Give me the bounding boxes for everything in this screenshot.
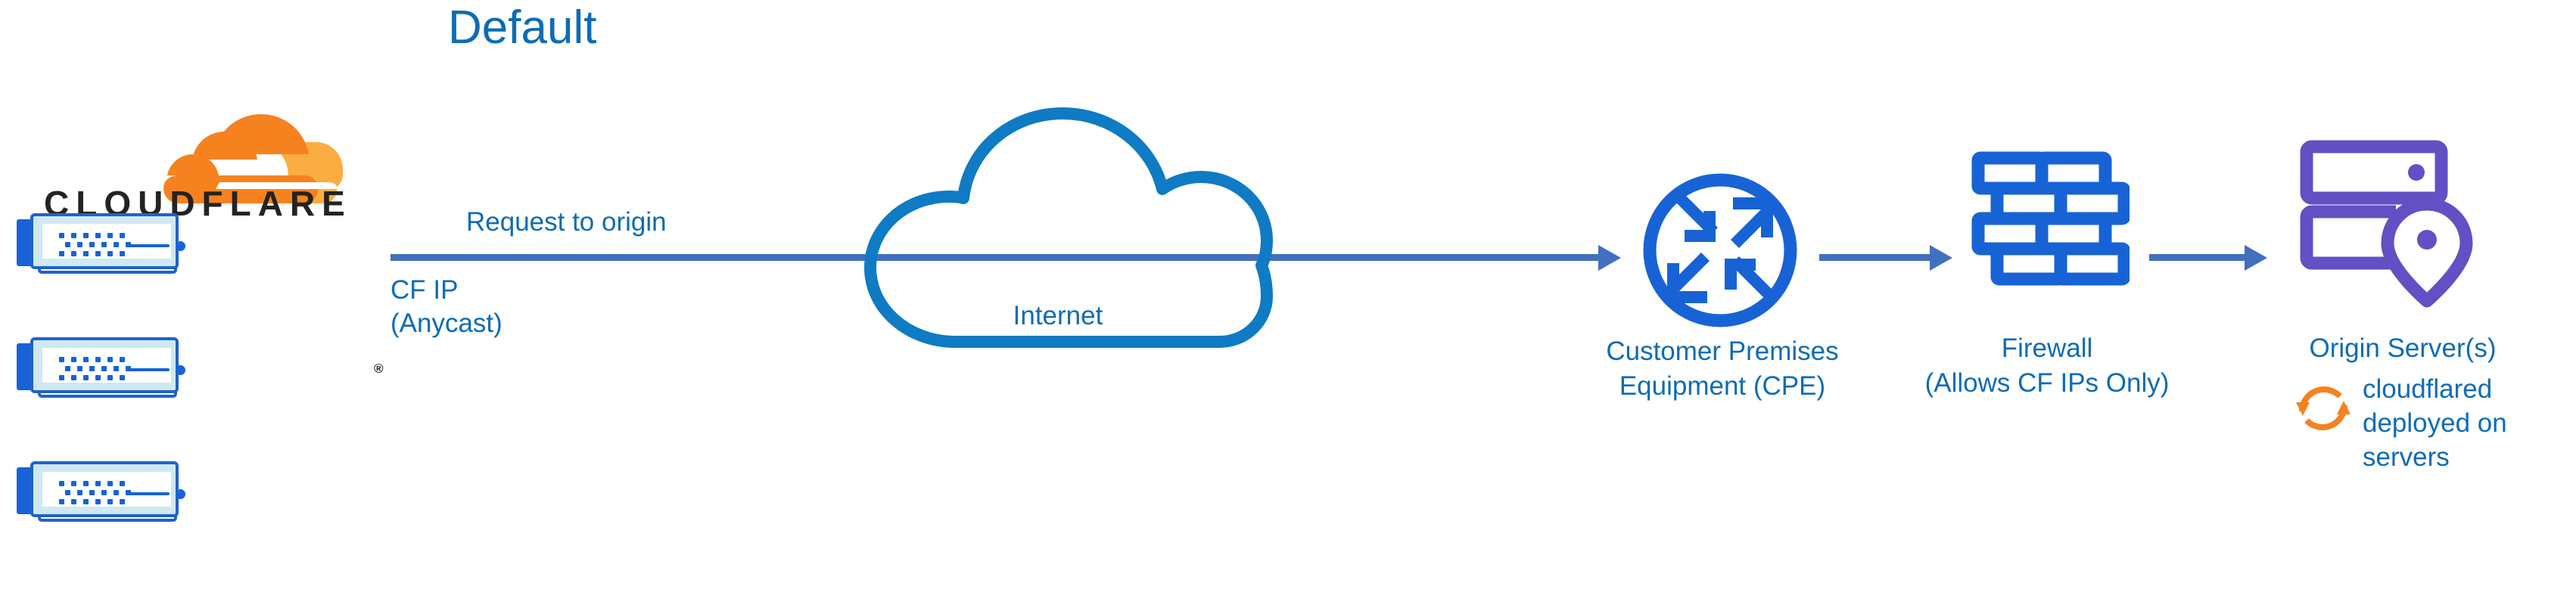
cloudflare-logo — [44, 106, 354, 218]
page-title: Default — [448, 2, 597, 54]
cpe-to-firewall-arrow-line — [1819, 254, 1933, 261]
server-chassis — [30, 461, 185, 517]
edge-server-unit — [17, 461, 185, 523]
internet-label: Internet — [1013, 301, 1103, 330]
server-led-icon — [176, 241, 185, 251]
server-status-line — [127, 244, 170, 247]
cf-ip-label-line2: (Anycast) — [390, 309, 502, 338]
request-flow-arrow-line — [390, 254, 1604, 261]
server-chassis — [30, 213, 185, 269]
sync-circle-arrows-icon — [2293, 378, 2354, 439]
server-panel — [42, 472, 185, 507]
cf-ip-label: CF IP (Anycast) — [390, 274, 502, 340]
server-location-pin-icon — [2299, 139, 2488, 321]
firewall-label-line1: Firewall — [2001, 333, 2093, 363]
brick-wall-icon — [1971, 151, 2131, 302]
origin-server-label: Origin Server(s) — [2309, 333, 2497, 363]
cpe-label: Customer Premises Equipment (CPE) — [1510, 334, 1934, 404]
request-to-origin-label: Request to origin — [466, 207, 667, 237]
firewall-label: Firewall (Allows CF IPs Only) — [1869, 331, 2225, 401]
server-panel — [42, 224, 185, 259]
cf-ip-label-line1: CF IP — [390, 275, 459, 305]
server-led-icon — [176, 365, 185, 375]
internet-cloud-icon — [838, 106, 1277, 348]
cloudflared-note-line1: cloudflared — [2363, 374, 2493, 404]
server-chassis — [30, 337, 185, 393]
registered-trademark-icon: ® — [374, 361, 390, 376]
cpe-to-firewall-arrow-head — [1930, 245, 1952, 271]
firewall-to-origin-arrow-head — [2245, 245, 2267, 271]
cloudflare-cloud-mark — [163, 114, 343, 203]
cloudflared-note-line3: servers — [2363, 442, 2450, 472]
server-led-icon — [176, 489, 185, 499]
cloudflared-note-line2: deployed on — [2363, 408, 2507, 438]
server-status-line — [127, 368, 170, 371]
cpe-label-line2: Equipment (CPE) — [1619, 371, 1826, 401]
edge-server-unit — [17, 213, 185, 275]
router-circle-arrows-icon — [1641, 171, 1800, 330]
server-panel — [42, 348, 185, 383]
cloudflared-note: cloudflared deployed on servers — [2363, 372, 2567, 474]
firewall-to-origin-arrow-line — [2149, 254, 2248, 261]
cpe-label-line1: Customer Premises — [1606, 336, 1839, 366]
firewall-label-line2: (Allows CF IPs Only) — [1924, 368, 2170, 398]
request-flow-arrow-head — [1598, 245, 1621, 271]
server-status-line — [127, 492, 170, 495]
edge-server-unit — [17, 337, 185, 399]
